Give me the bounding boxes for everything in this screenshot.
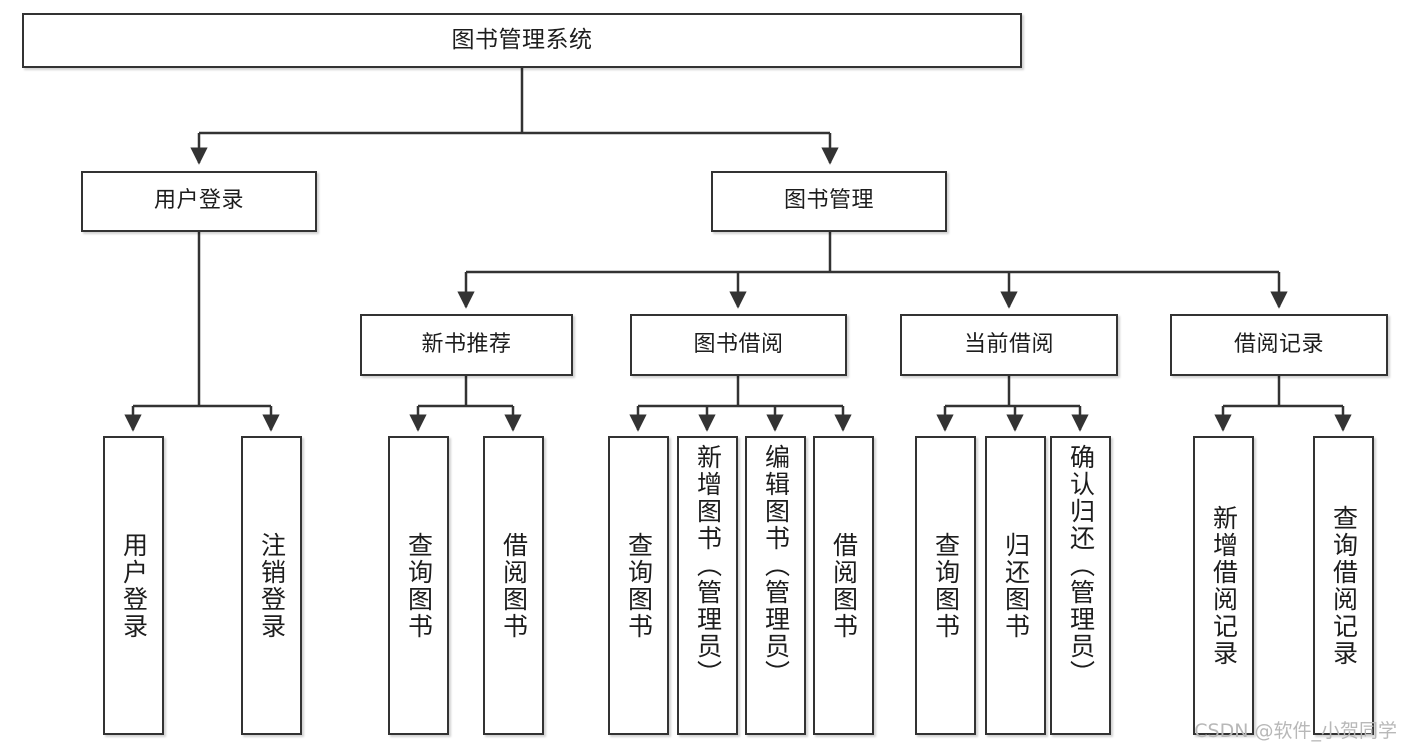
node-new-book-recommend[interactable]: 新书推荐	[360, 314, 573, 376]
leaf-borrow-book-2[interactable]: 借阅图书	[813, 436, 874, 735]
leaf-add-record[interactable]: 新增借阅记录	[1193, 436, 1254, 735]
leaf-borrow-book-1[interactable]: 借阅图书	[483, 436, 544, 735]
leaf-return-book[interactable]: 归还图书	[985, 436, 1046, 735]
node-root[interactable]: 图书管理系统	[22, 13, 1022, 68]
leaf-borrow-book-1-label: 借阅图书	[499, 531, 529, 640]
node-book-borrow-label: 图书借阅	[693, 331, 784, 357]
leaf-query-book-3-label: 查询图书	[931, 531, 961, 640]
leaf-return-book-label: 归还图书	[1001, 531, 1031, 640]
node-new-book-recommend-label: 新书推荐	[421, 331, 512, 357]
leaf-confirm-return[interactable]: 确认归还（管理员）	[1050, 436, 1111, 735]
leaf-edit-book-label: 编辑图书（管理员）	[761, 444, 791, 687]
leaf-query-book-2-label: 查询图书	[624, 531, 654, 640]
node-current-borrow-label: 当前借阅	[963, 331, 1054, 357]
node-user-login[interactable]: 用户登录	[81, 171, 317, 232]
leaf-add-book[interactable]: 新增图书（管理员）	[677, 436, 738, 735]
leaf-query-book-2[interactable]: 查询图书	[608, 436, 669, 735]
leaf-logout-login[interactable]: 注销登录	[241, 436, 302, 735]
leaf-logout-login-label: 注销登录	[257, 531, 287, 640]
leaf-query-book-1-label: 查询图书	[404, 531, 434, 640]
node-book-management-label: 图书管理	[783, 188, 874, 214]
leaf-query-book-3[interactable]: 查询图书	[915, 436, 976, 735]
leaf-borrow-book-2-label: 借阅图书	[829, 531, 859, 640]
node-borrow-record[interactable]: 借阅记录	[1170, 314, 1388, 376]
leaf-add-book-label: 新增图书（管理员）	[693, 444, 723, 687]
leaf-query-record[interactable]: 查询借阅记录	[1313, 436, 1374, 735]
node-book-management[interactable]: 图书管理	[711, 171, 947, 232]
node-current-borrow[interactable]: 当前借阅	[900, 314, 1118, 376]
node-user-login-label: 用户登录	[153, 188, 244, 214]
node-borrow-record-label: 借阅记录	[1233, 331, 1324, 357]
node-root-label: 图书管理系统	[451, 26, 593, 53]
leaf-query-book-1[interactable]: 查询图书	[388, 436, 449, 735]
leaf-confirm-return-label: 确认归还（管理员）	[1066, 444, 1096, 687]
leaf-user-login[interactable]: 用户登录	[103, 436, 164, 735]
leaf-add-record-label: 新增借阅记录	[1209, 504, 1239, 667]
watermark: CSDN @软件_小贺同学	[1194, 720, 1397, 742]
leaf-query-record-label: 查询借阅记录	[1329, 504, 1359, 667]
leaf-edit-book[interactable]: 编辑图书（管理员）	[745, 436, 806, 735]
leaf-user-login-label: 用户登录	[119, 531, 149, 640]
node-book-borrow[interactable]: 图书借阅	[630, 314, 847, 376]
